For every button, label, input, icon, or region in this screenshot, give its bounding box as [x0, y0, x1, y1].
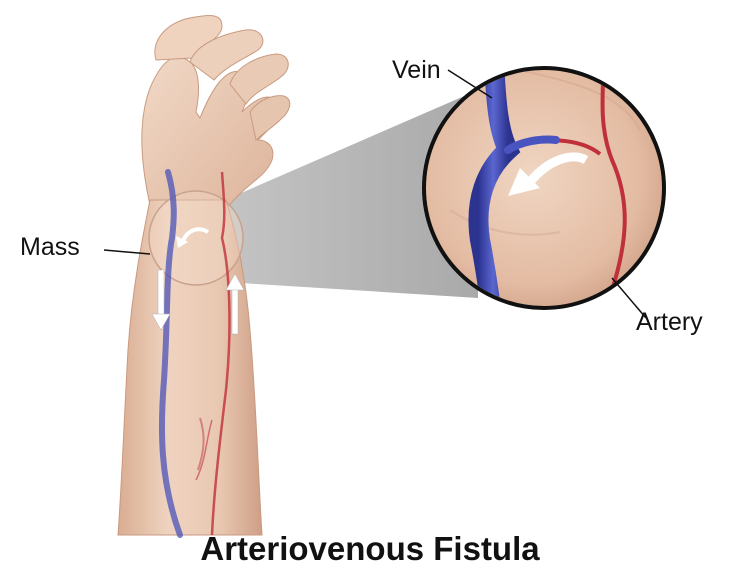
page-title: Arteriovenous Fistula — [0, 532, 740, 565]
mass-label: Mass — [20, 235, 80, 260]
vein-label: Vein — [392, 58, 441, 83]
artery-label: Artery — [636, 310, 703, 335]
